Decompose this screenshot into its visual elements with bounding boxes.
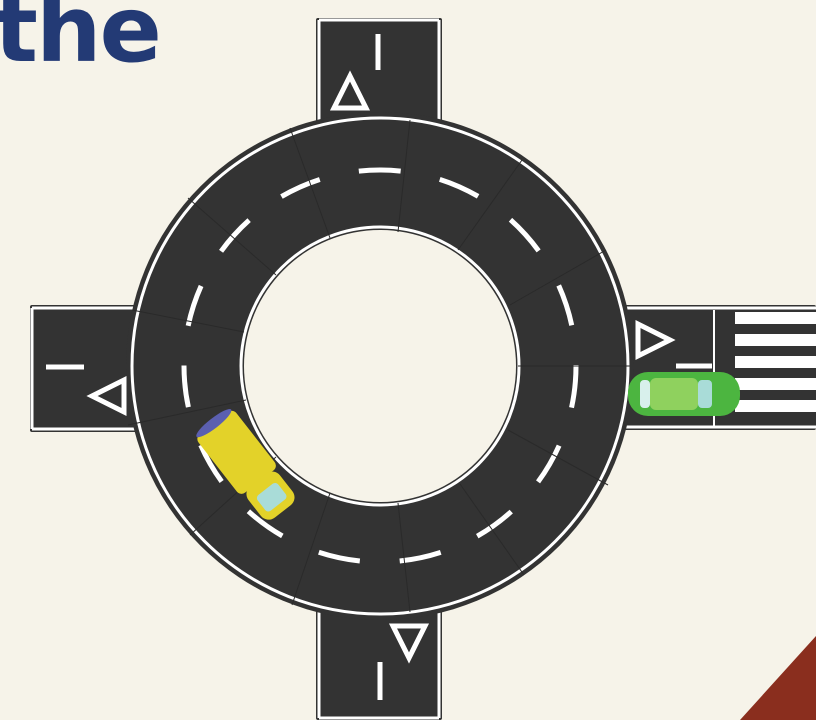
truck-cargo-box [197,410,276,494]
page-title: the [0,0,162,83]
zebra-crossing [713,310,816,426]
give-way-triangle-east [635,319,676,361]
give-way-triangle-north [329,70,371,111]
green-car [628,372,740,416]
give-way-triangle-south [388,623,430,664]
ring-seams [127,119,630,613]
lane-markings [46,34,712,700]
give-way-triangle-west [86,375,127,417]
yellow-truck [196,409,295,520]
car-roof [650,378,698,410]
give-way-signs [86,70,676,664]
truck-box-top [196,409,232,438]
center-island [244,230,516,502]
corner-accent [740,636,816,720]
car-windshield [698,380,712,408]
truck-windshield [256,482,287,512]
car-rear-window [640,380,650,408]
